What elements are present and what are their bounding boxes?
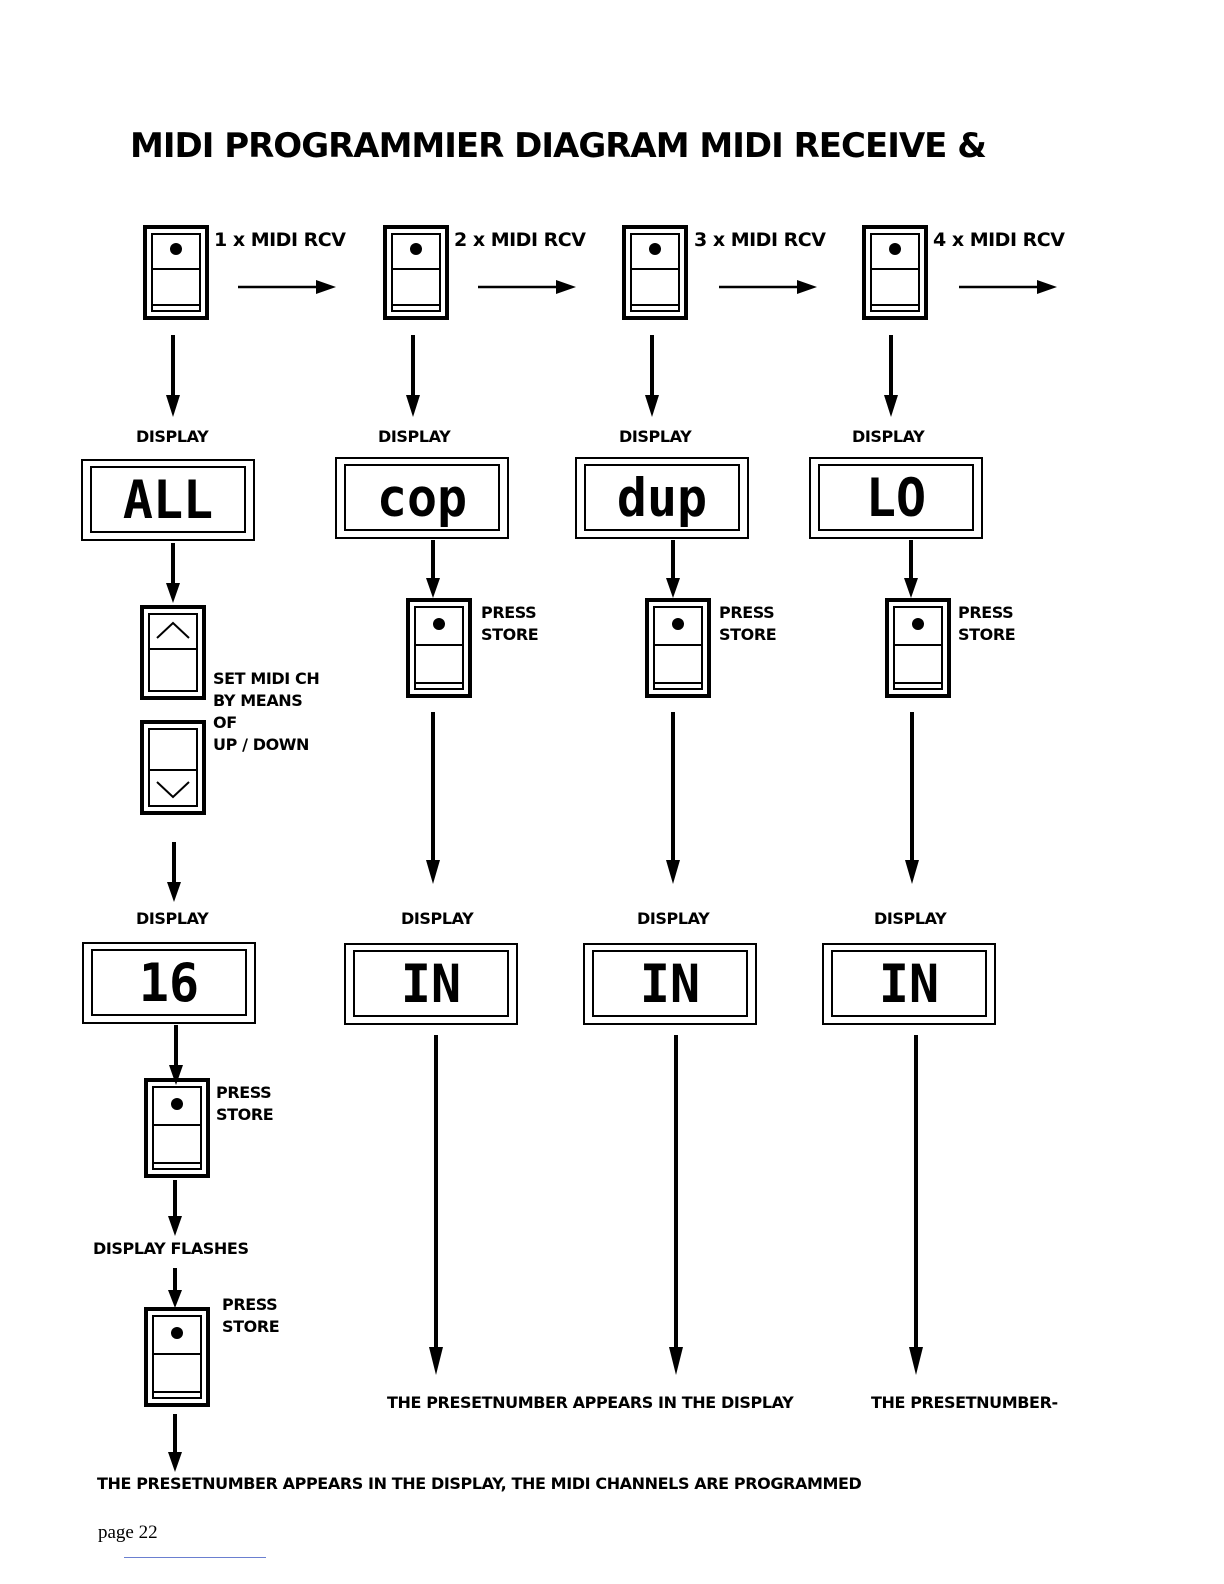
step-label-4: 4 x MIDI RCV bbox=[933, 229, 1065, 251]
display-label: DISPLAY bbox=[619, 427, 692, 446]
arrow-icon bbox=[902, 540, 920, 598]
display-label: DISPLAY bbox=[136, 909, 209, 928]
arrow-icon bbox=[424, 712, 442, 884]
display-16: 16 bbox=[82, 942, 256, 1024]
label-line: STORE bbox=[222, 1317, 280, 1336]
arrow-icon bbox=[427, 1035, 445, 1375]
label-line: SET MIDI CH bbox=[213, 669, 320, 688]
display-label: DISPLAY bbox=[378, 427, 451, 446]
label-line: UP / DOWN bbox=[213, 735, 310, 754]
store-key-icon bbox=[622, 225, 688, 320]
display-in: IN bbox=[583, 943, 757, 1025]
display-lo: LO bbox=[809, 457, 983, 539]
arrow-icon bbox=[903, 712, 921, 884]
arrow-icon bbox=[164, 543, 182, 603]
store-key-icon bbox=[645, 598, 711, 698]
step-label-2: 2 x MIDI RCV bbox=[454, 229, 586, 251]
arrow-icon bbox=[719, 278, 817, 296]
label-line: PRESS bbox=[481, 603, 537, 622]
press-store-label: PRESS STORE bbox=[958, 602, 1016, 646]
arrow-icon bbox=[166, 1268, 184, 1308]
page-number: page 22 bbox=[98, 1522, 158, 1543]
arrow-icon bbox=[424, 540, 442, 598]
display-flashes-label: DISPLAY FLASHES bbox=[93, 1239, 249, 1258]
display-label: DISPLAY bbox=[637, 909, 710, 928]
label-line: PRESS bbox=[719, 603, 775, 622]
up-key-icon bbox=[140, 605, 206, 700]
arrow-icon bbox=[667, 1035, 685, 1375]
arrow-icon bbox=[166, 1414, 184, 1472]
press-store-label: PRESS STORE bbox=[481, 602, 539, 646]
display-dup: dup bbox=[575, 457, 749, 539]
preset-number-text: THE PRESETNUMBER- bbox=[871, 1393, 1058, 1412]
label-line: OF bbox=[213, 713, 237, 732]
label-line: STORE bbox=[719, 625, 777, 644]
arrow-icon bbox=[404, 335, 422, 417]
arrow-icon bbox=[164, 335, 182, 417]
label-line: STORE bbox=[481, 625, 539, 644]
store-key-icon bbox=[885, 598, 951, 698]
label-line: STORE bbox=[958, 625, 1016, 644]
arrow-icon bbox=[882, 335, 900, 417]
press-store-label: PRESS STORE bbox=[222, 1294, 280, 1338]
store-key-icon bbox=[144, 1078, 210, 1178]
step-label-3: 3 x MIDI RCV bbox=[694, 229, 826, 251]
arrow-icon bbox=[959, 278, 1057, 296]
store-key-icon bbox=[383, 225, 449, 320]
down-key-icon bbox=[140, 720, 206, 815]
arrow-icon bbox=[664, 540, 682, 598]
display-label: DISPLAY bbox=[136, 427, 209, 446]
footer-rule bbox=[124, 1557, 266, 1558]
display-label: DISPLAY bbox=[852, 427, 925, 446]
set-midi-channel-text: SET MIDI CH BY MEANS OF UP / DOWN bbox=[213, 668, 320, 756]
label-line: STORE bbox=[216, 1105, 274, 1124]
arrow-icon bbox=[907, 1035, 925, 1375]
display-label: DISPLAY bbox=[401, 909, 474, 928]
display-cop: cop bbox=[335, 457, 509, 539]
label-line: PRESS bbox=[216, 1083, 272, 1102]
display-label: DISPLAY bbox=[874, 909, 947, 928]
press-store-label: PRESS STORE bbox=[216, 1082, 274, 1126]
store-key-icon bbox=[862, 225, 928, 320]
arrow-icon bbox=[167, 1025, 185, 1085]
page-title: MIDI PROGRAMMIER DIAGRAM MIDI RECEIVE & bbox=[130, 126, 987, 166]
final-instruction-text: THE PRESETNUMBER APPEARS IN THE DISPLAY,… bbox=[97, 1474, 862, 1493]
store-key-icon bbox=[144, 1307, 210, 1407]
display-all: ALL bbox=[81, 459, 255, 541]
label-line: PRESS bbox=[958, 603, 1014, 622]
arrow-icon bbox=[166, 1180, 184, 1236]
arrow-icon bbox=[664, 712, 682, 884]
step-label-1: 1 x MIDI RCV bbox=[214, 229, 346, 251]
arrow-icon bbox=[165, 842, 183, 902]
arrow-icon bbox=[643, 335, 661, 417]
label-line: BY MEANS bbox=[213, 691, 303, 710]
display-in: IN bbox=[344, 943, 518, 1025]
label-line: PRESS bbox=[222, 1295, 278, 1314]
store-key-icon bbox=[143, 225, 209, 320]
preset-appears-text: THE PRESETNUMBER APPEARS IN THE DISPLAY bbox=[387, 1393, 794, 1412]
arrow-icon bbox=[238, 278, 336, 296]
display-in: IN bbox=[822, 943, 996, 1025]
press-store-label: PRESS STORE bbox=[719, 602, 777, 646]
store-key-icon bbox=[406, 598, 472, 698]
arrow-icon bbox=[478, 278, 576, 296]
